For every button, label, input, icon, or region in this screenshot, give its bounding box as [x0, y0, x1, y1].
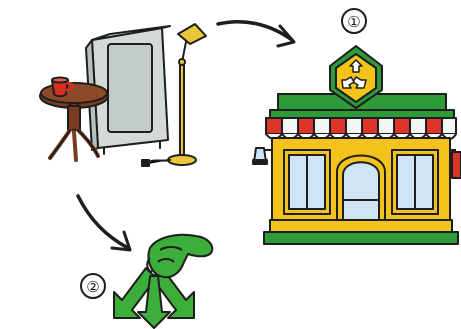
wall-lamp-left [253, 148, 272, 164]
wall-lamp-right [450, 150, 461, 178]
shop-window-right [392, 150, 438, 214]
down-arrows-icon [114, 268, 194, 328]
shop-window-left [284, 150, 330, 214]
furniture-group [40, 24, 206, 166]
hand-icon [147, 235, 212, 277]
step-1-label: ① [347, 13, 360, 31]
awning [266, 118, 456, 139]
step-2-label: ② [86, 278, 99, 296]
arrow-to-shop [218, 22, 294, 46]
step-2-badge: ② [81, 274, 105, 298]
step-1-badge: ① [342, 9, 366, 33]
recycle-shop [253, 46, 461, 244]
arrow-to-hand [78, 196, 130, 250]
